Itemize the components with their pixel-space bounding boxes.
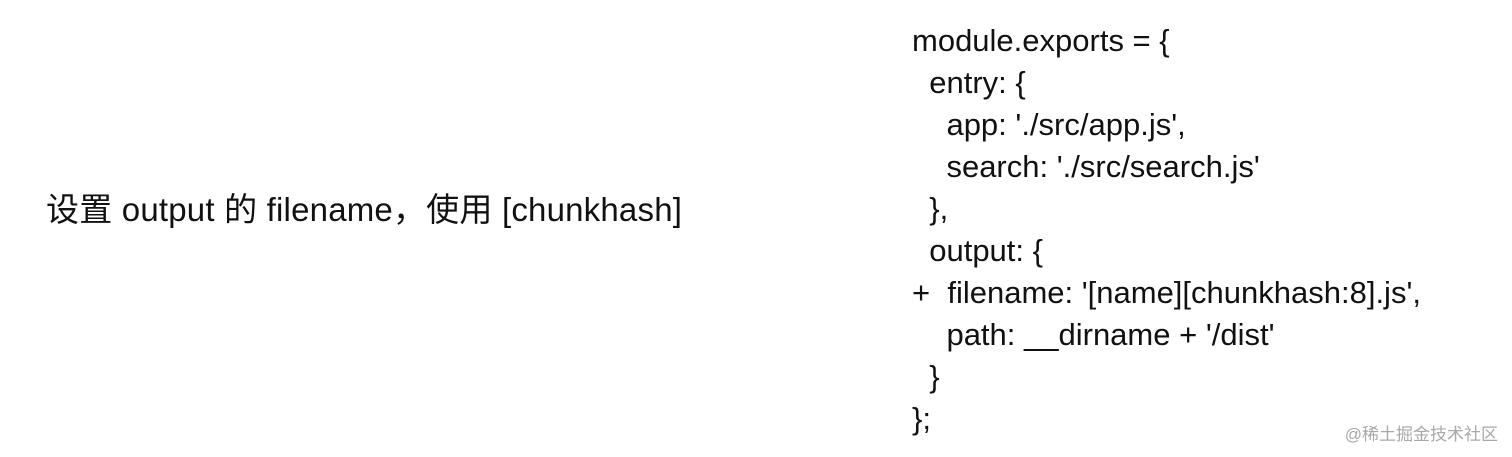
code-line: entry: { xyxy=(912,65,1026,100)
code-line: search: './src/search.js' xyxy=(912,149,1260,184)
code-line: }; xyxy=(912,401,931,436)
code-block: module.exports = { entry: { app: './src/… xyxy=(912,20,1421,440)
slide-caption: 设置 output 的 filename，使用 [chunkhash] xyxy=(46,191,683,228)
code-line: output: { xyxy=(912,233,1043,268)
watermark: @稀土掘金技术社区 xyxy=(1344,425,1498,444)
code-line: module.exports = { xyxy=(912,23,1170,58)
code-line: }, xyxy=(912,191,949,226)
code-line: app: './src/app.js', xyxy=(912,107,1186,142)
code-line: } xyxy=(912,359,940,394)
code-line: path: __dirname + '/dist' xyxy=(912,317,1275,352)
code-line-added: + filename: '[name][chunkhash:8].js', xyxy=(912,275,1421,310)
